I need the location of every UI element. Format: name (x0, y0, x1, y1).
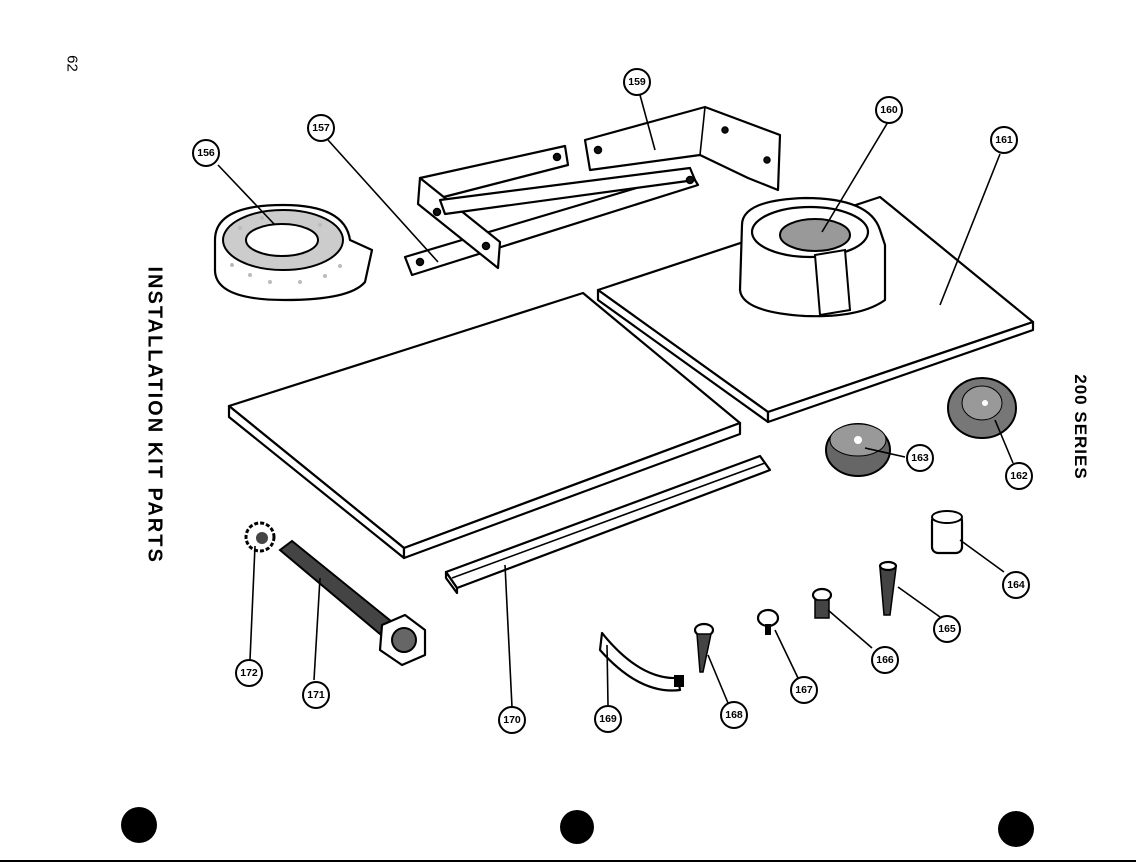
punch-hole-right (998, 811, 1034, 847)
callout-159-label: 159 (628, 76, 646, 88)
callout-167: 167 (790, 676, 818, 704)
callout-165-label: 165 (938, 623, 956, 635)
callout-168-label: 168 (725, 709, 743, 721)
callout-164-label: 164 (1007, 579, 1025, 591)
punch-hole-center (560, 810, 594, 844)
callout-159: 159 (623, 68, 651, 96)
callout-171: 171 (302, 681, 330, 709)
machine-screw-part (811, 587, 833, 619)
self-tapping-screw-part (693, 622, 715, 673)
callout-162-label: 162 (1010, 470, 1028, 482)
channel-strip-part (444, 454, 772, 595)
callout-172-label: 172 (240, 667, 258, 679)
leader-lines (217, 94, 1014, 708)
callout-161: 161 (990, 126, 1018, 154)
bracket-part (403, 144, 700, 277)
callout-171-label: 171 (307, 689, 325, 701)
callout-163: 163 (906, 444, 934, 472)
callout-160-label: 160 (880, 104, 898, 116)
lock-washer-part (244, 521, 276, 553)
callout-156: 156 (192, 139, 220, 167)
sleeve-part (930, 510, 964, 555)
callout-163-label: 163 (911, 452, 929, 464)
callout-170: 170 (498, 706, 526, 734)
angle-bracket-part (583, 105, 782, 192)
callout-157: 157 (307, 114, 335, 142)
clip-part (598, 631, 684, 692)
callout-161-label: 161 (995, 134, 1013, 146)
foam-plug-large-part (947, 377, 1017, 439)
callout-160: 160 (875, 96, 903, 124)
callout-164: 164 (1002, 571, 1030, 599)
callout-166-label: 166 (876, 654, 894, 666)
callout-167-label: 167 (795, 684, 813, 696)
callout-172: 172 (235, 659, 263, 687)
bolt-part (278, 539, 427, 667)
callout-166: 166 (871, 646, 899, 674)
callout-169-label: 169 (599, 713, 617, 725)
callout-162: 162 (1005, 462, 1033, 490)
rivet-part (756, 608, 780, 635)
callout-169: 169 (594, 705, 622, 733)
punch-hole-left (121, 807, 157, 843)
callout-168: 168 (720, 701, 748, 729)
callout-157-label: 157 (312, 122, 330, 134)
foam-plug-small-part (825, 423, 891, 477)
callout-170-label: 170 (503, 714, 521, 726)
wood-screw-part (878, 560, 898, 616)
left-panel-part (227, 291, 742, 560)
duct-collar-part (738, 196, 887, 318)
foam-seal-part (213, 203, 374, 302)
callout-156-label: 156 (197, 147, 215, 159)
callout-165: 165 (933, 615, 961, 643)
